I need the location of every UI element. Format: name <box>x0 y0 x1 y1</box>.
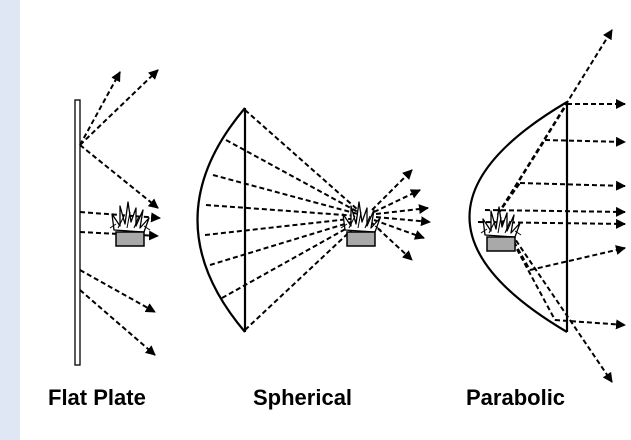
parabolic-label: Parabolic <box>466 385 566 410</box>
parabolic-rays <box>477 29 626 383</box>
flat-plate-rays <box>79 69 161 356</box>
flat-plate-label: Flat Plate <box>48 385 146 410</box>
spherical-label: Spherical <box>253 385 353 410</box>
spherical-rays <box>204 109 431 331</box>
left-accent-band <box>0 0 20 440</box>
plant-pot-icon <box>340 201 382 247</box>
parabolic-reflector <box>468 101 569 333</box>
plant-pot-icon <box>109 201 151 247</box>
flat-plate-reflector <box>74 99 81 366</box>
plant-pot-icon <box>480 206 522 252</box>
spherical-mirror <box>196 107 246 333</box>
parabolic-mirror <box>468 101 568 333</box>
flat-plate-mirror <box>74 99 81 366</box>
spherical-reflector <box>196 107 247 333</box>
